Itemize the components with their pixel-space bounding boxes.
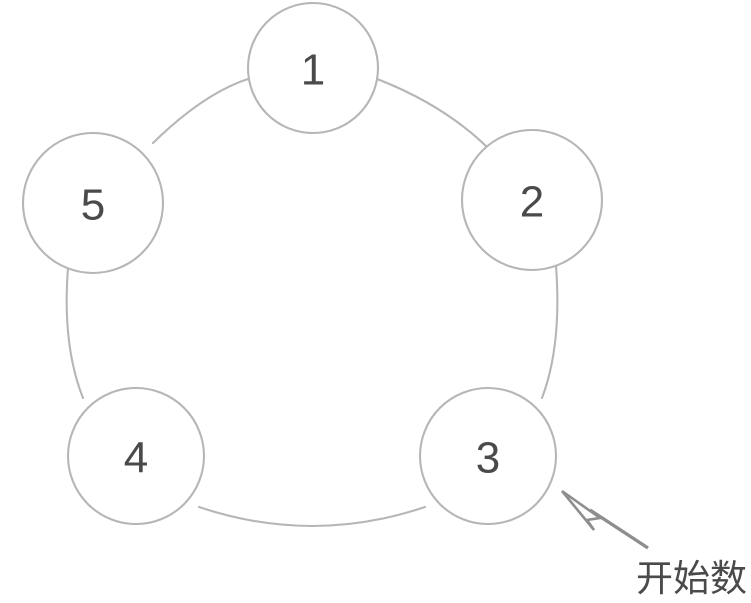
node-5-circle[interactable]: [21, 131, 165, 275]
start-annotation: 开始数: [560, 489, 747, 600]
callout-label: 开始数: [636, 557, 747, 600]
node-2-label: 2: [520, 178, 544, 227]
node-1-label: 1: [301, 46, 325, 95]
node-1-circle[interactable]: [246, 1, 380, 135]
edge-1-2-arc: [375, 77, 494, 154]
node-2-circle[interactable]: [460, 128, 604, 272]
node-4-circle[interactable]: [66, 386, 206, 526]
node-5[interactable]: 5: [21, 131, 165, 275]
node-3-label: 3: [476, 434, 500, 483]
edge-3-4-arc: [197, 505, 427, 528]
node-5-label: 5: [81, 181, 105, 230]
callout-arrow-head: [560, 489, 604, 531]
node-4-label: 4: [124, 434, 148, 483]
node-3-circle[interactable]: [418, 386, 558, 526]
edge-4-5-arc: [65, 266, 85, 400]
node-3[interactable]: 3: [418, 386, 558, 526]
node-1[interactable]: 1: [246, 1, 380, 135]
edge-2-3-arc: [540, 264, 559, 400]
edge-5-1-arc: [151, 76, 253, 145]
node-2[interactable]: 2: [460, 128, 604, 272]
node-4[interactable]: 4: [66, 386, 206, 526]
node-group: 1 2 3 4 5: [21, 1, 604, 526]
edge-group: [65, 76, 559, 528]
